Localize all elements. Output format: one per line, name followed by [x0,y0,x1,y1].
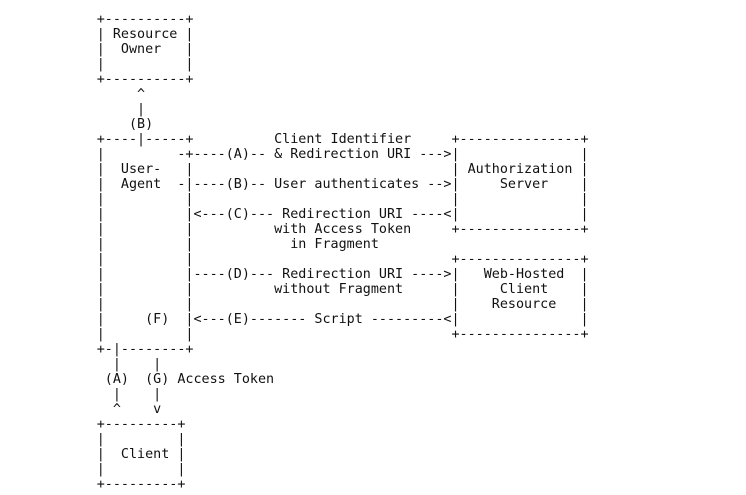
diagram-line: | User- | | Authorization | [0,162,589,177]
diagram-line: | | [0,432,186,447]
diagram-line: +---------+ [0,477,186,492]
diagram-line: | Agent -|----(B)-- User authenticates -… [0,177,589,192]
diagram-line: | | | | [0,192,589,207]
diagram-line: | | +---------------+ [0,327,589,342]
diagram-line: +----------+ [0,12,194,27]
diagram-line: +---------+ [0,417,186,432]
diagram-line: | |<---(C)--- Redirection URI ----<| | [0,207,589,222]
diagram-line: | | [0,387,162,402]
diagram-line: | | with Access Token +---------------+ [0,222,589,237]
diagram-line: | Resource | [0,27,194,42]
diagram-line: | | without Fragment | Client | [0,282,589,297]
diagram-line: | | | Resource | [0,297,589,312]
diagram-line: | | [0,57,194,72]
diagram-line: +-|--------+ [0,342,194,357]
diagram-line: +----------+ [0,72,194,87]
diagram-line: | Client | [0,447,186,462]
diagram-line: | -+----(A)-- & Redirection URI --->| | [0,147,589,162]
diagram-line: (A) (G) Access Token [0,372,275,387]
diagram-line: | (F) |<---(E)------- Script ---------<|… [0,312,589,327]
diagram-line: | [0,102,146,117]
diagram-line: ^ v [0,402,162,417]
diagram-line: | | [0,462,186,477]
oauth-implicit-flow-diagram: +----------+ | Resource | | Owner | | | … [0,12,589,492]
diagram-line: +----|-----+ Client Identifier +--------… [0,132,589,147]
diagram-line: ^ [0,87,146,102]
diagram-line: | |----(D)--- Redirection URI ---->| Web… [0,267,589,282]
diagram-line: | Owner | [0,42,194,57]
diagram-line: | | in Fragment [0,237,379,252]
diagram-line: | | +---------------+ [0,252,589,267]
diagram-line: (B) [0,117,154,132]
diagram-line: | | [0,357,162,372]
